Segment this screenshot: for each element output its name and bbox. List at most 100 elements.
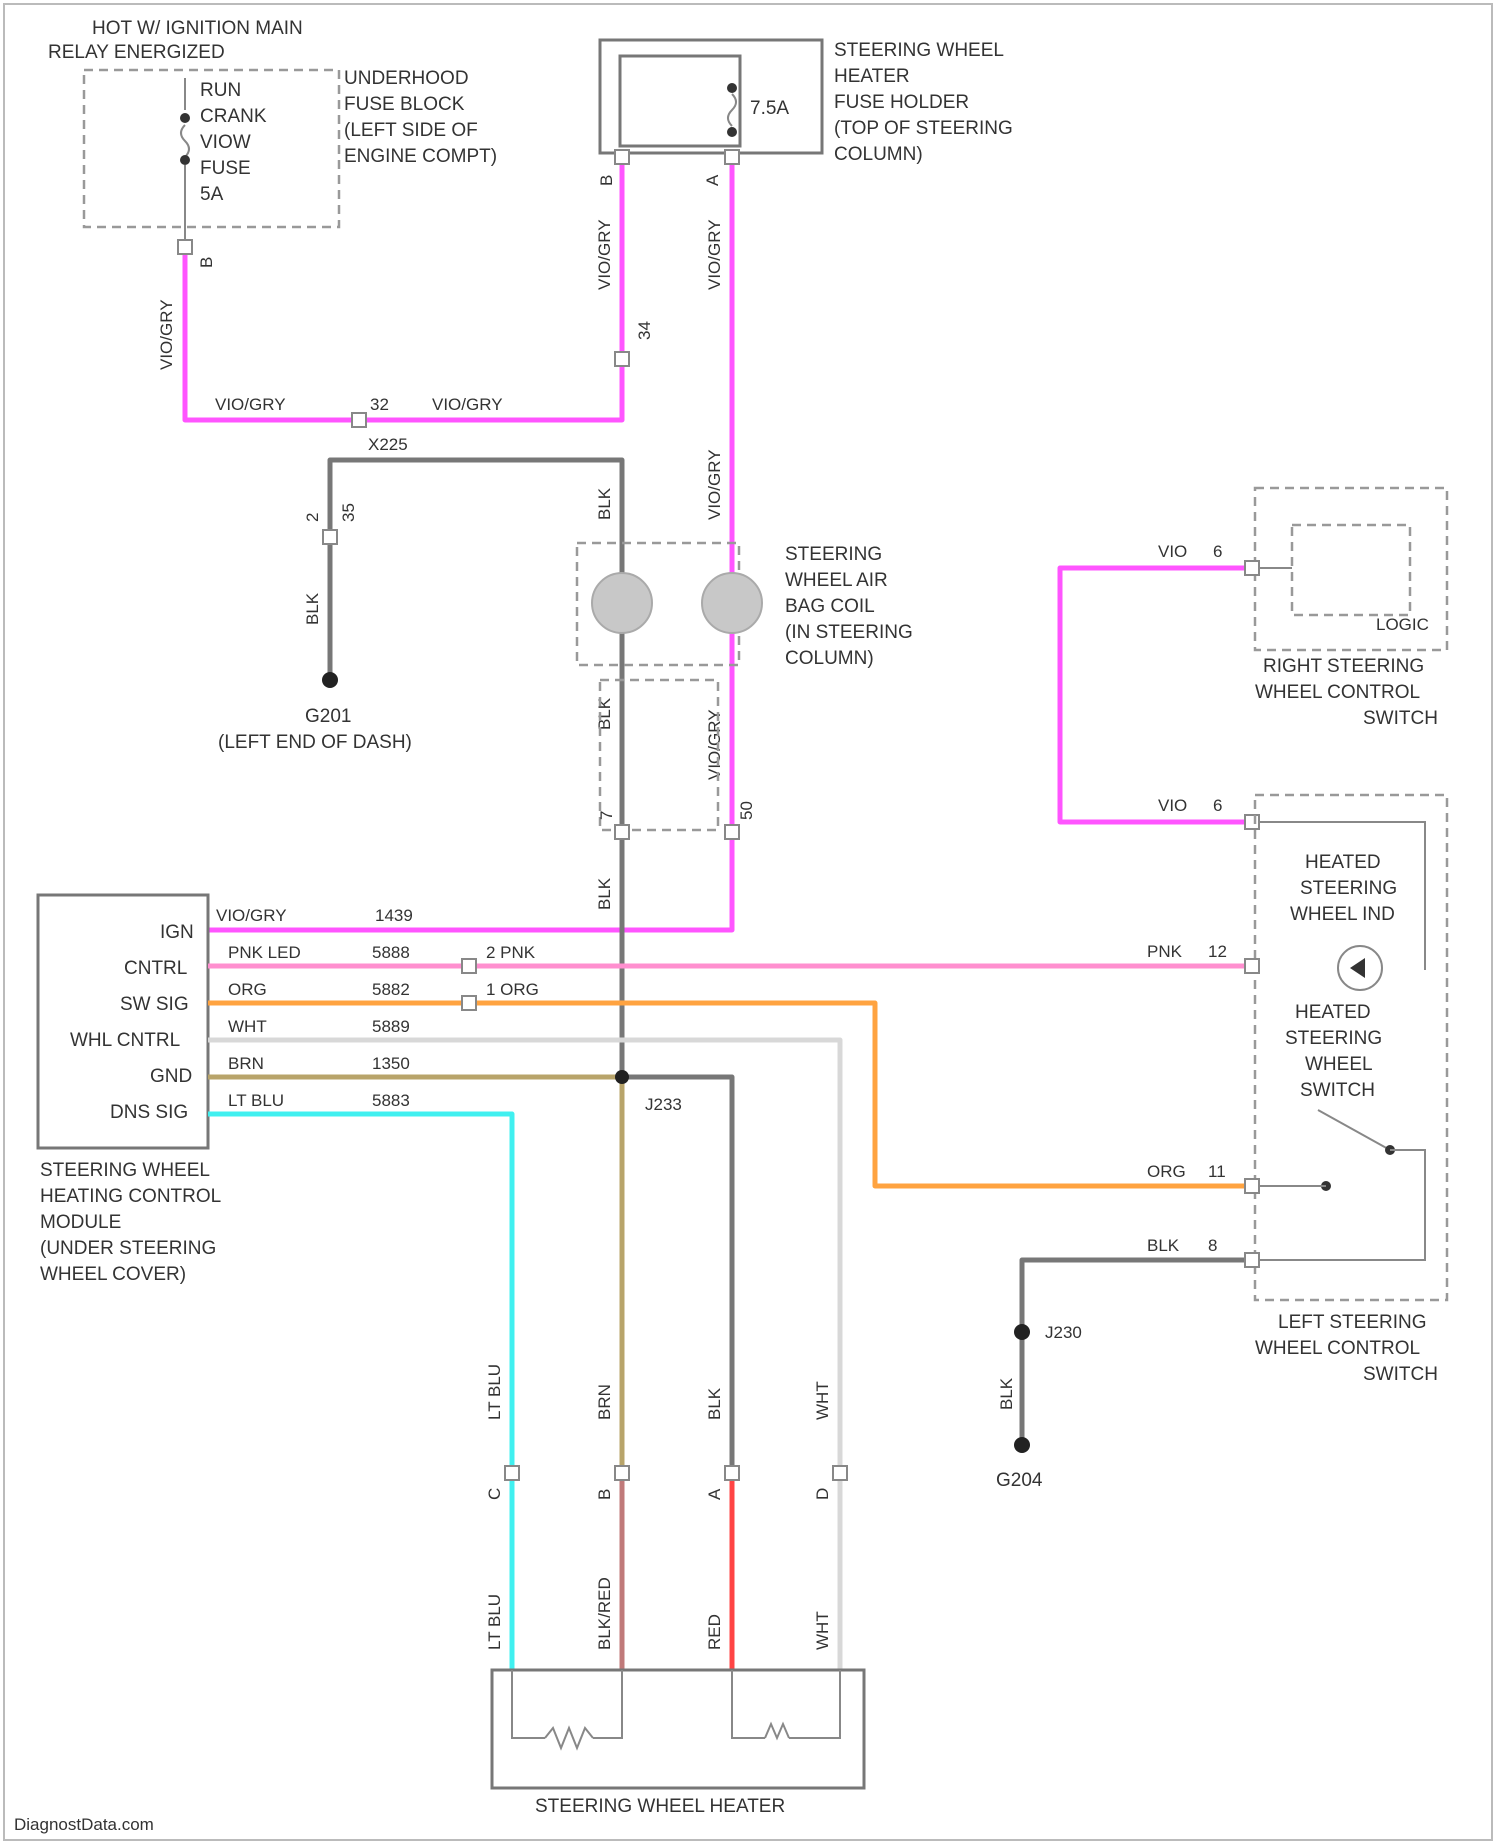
fuse-holder-label-5: COLUMN)	[834, 144, 923, 165]
lbl-org: ORG	[228, 980, 267, 999]
lbl-brn-upper: BRN	[595, 1384, 614, 1420]
lbl-vio-gry-7: VIO/GRY	[705, 709, 724, 780]
fuse-block-label-2: FUSE BLOCK	[344, 94, 465, 115]
module-label-4: (UNDER STEERING	[40, 1238, 216, 1259]
ground-g204-label: G204	[996, 1470, 1043, 1491]
steering-wheel-heating-control-module: IGN CNTRL SW SIG WHL CNTRL GND DNS SIG S…	[38, 895, 221, 1285]
ignition-note-line1: HOT W/ IGNITION MAIN	[92, 18, 303, 39]
fuse-block-label-1: UNDERHOOD	[344, 68, 469, 89]
heater-label: STEERING WHEEL HEATER	[535, 1796, 785, 1817]
left-steering-wheel-control-switch: HEATED STEERING WHEEL IND HEATED STEERIN…	[1255, 795, 1447, 1385]
module-label-2: HEATING CONTROL	[40, 1186, 221, 1207]
lbl-vio-1: VIO	[1158, 542, 1187, 561]
lbl-circuit-1439: 1439	[375, 906, 413, 925]
left-switch-label-1: LEFT STEERING	[1278, 1312, 1427, 1333]
pin-a-heater: A	[705, 1488, 724, 1500]
fuse-rating: 5A	[200, 184, 224, 205]
pin-c-heater: C	[485, 1488, 504, 1500]
left-switch-ind-2: STEERING	[1300, 878, 1397, 899]
right-switch-label-2: WHEEL CONTROL	[1255, 682, 1420, 703]
lbl-wht-upper: WHT	[813, 1381, 832, 1420]
pin-7-coil: 7	[597, 811, 616, 820]
fuse-holder: 7.5A STEERING WHEEL HEATER FUSE HOLDER (…	[600, 40, 1013, 165]
lbl-blk-g204: BLK	[997, 1377, 1016, 1410]
ground-g201-branch: 2 35 BLK G201 (LEFT END OF DASH) BLK BLK…	[218, 460, 622, 1075]
ignition-note-line2: RELAY ENERGIZED	[48, 42, 225, 63]
coil-label-3: BAG COIL	[785, 596, 875, 617]
lbl-blk-module: BLK	[595, 877, 614, 910]
air-bag-coil: 7 50 STEERING WHEEL AIR BAG COIL (IN STE…	[577, 543, 913, 839]
fuse-holder-label-2: HEATER	[834, 66, 910, 87]
coil-label-5: COLUMN)	[785, 648, 874, 669]
coil-label-2: WHEEL AIR	[785, 570, 888, 591]
fuse-holder-label-3: FUSE HOLDER	[834, 92, 969, 113]
module-label-3: MODULE	[40, 1212, 121, 1233]
fuse-block-label-4: ENGINE COMPT)	[344, 146, 497, 167]
lbl-circuit-5888: 5888	[372, 943, 410, 962]
lbl-red: RED	[705, 1614, 724, 1650]
ground-g201-label: G201	[305, 706, 351, 727]
pin-c2-top: B	[197, 257, 216, 268]
lbl-vio-gry-4: VIO/GRY	[595, 219, 614, 290]
lbl-lt-blu: LT BLU	[228, 1091, 284, 1110]
left-switch-label-3: SWITCH	[1363, 1364, 1438, 1385]
wire-vio-gry-feed	[185, 155, 732, 930]
lbl-pnk-led: PNK LED	[228, 943, 301, 962]
pin-d-heater: D	[813, 1488, 832, 1500]
fuse-viow: VIOW	[200, 132, 251, 153]
pin-b-fuse: B	[597, 175, 616, 186]
lbl-brn: BRN	[228, 1054, 264, 1073]
module-pin-cntrl: CNTRL	[124, 958, 187, 979]
module-pin-gnd: GND	[150, 1066, 192, 1087]
splice-j230-label: J230	[1045, 1323, 1082, 1342]
lbl-blk-red: BLK/RED	[595, 1577, 614, 1650]
heater-connector: LT BLU BRN BLK WHT C B A D LT BLU BLK/RE…	[485, 1364, 847, 1650]
fuse-run: RUN	[200, 80, 241, 101]
left-switch-sw-2: STEERING	[1285, 1028, 1382, 1049]
left-switch-sw-3: WHEEL	[1305, 1054, 1373, 1075]
underhood-fuse-block: HOT W/ IGNITION MAIN RELAY ENERGIZED RUN…	[48, 18, 497, 240]
lbl-blk-upper: BLK	[705, 1387, 724, 1420]
coil-label-1: STEERING	[785, 544, 882, 565]
lbl-1-org: 1 ORG	[486, 980, 539, 999]
lbl-circuit-1350: 1350	[372, 1054, 410, 1073]
lbl-vio-gry-2: VIO/GRY	[215, 395, 286, 414]
lbl-blk-coil-top: BLK	[595, 487, 614, 520]
fuse-word: FUSE	[200, 158, 251, 179]
left-switch-label-2: WHEEL CONTROL	[1255, 1338, 1420, 1359]
pin-32: 32	[370, 395, 389, 414]
pin-2-g201: 2	[303, 513, 322, 522]
right-switch-label-3: SWITCH	[1363, 708, 1438, 729]
lbl-lt-blu-lower: LT BLU	[485, 1594, 504, 1650]
lbl-vio-2: VIO	[1158, 796, 1187, 815]
lbl-pin-8: 8	[1208, 1236, 1217, 1255]
lbl-pin-6-right: 6	[1213, 542, 1222, 561]
left-switch-sw-1: HEATED	[1295, 1002, 1371, 1023]
lbl-pin-11: 11	[1208, 1162, 1226, 1181]
lbl-org-right: ORG	[1147, 1162, 1186, 1181]
footer-watermark: DiagnostData.com	[14, 1815, 154, 1834]
steering-wheel-heater: STEERING WHEEL HEATER	[492, 1670, 864, 1817]
pin-b-heater: B	[595, 1489, 614, 1500]
module-pin-sw-sig: SW SIG	[120, 994, 189, 1015]
right-steering-wheel-control-switch: LOGIC RIGHT STEERING WHEEL CONTROL SWITC…	[1255, 488, 1447, 729]
lbl-blk-coil-bot: BLK	[595, 697, 614, 730]
lbl-vio-gry-1: VIO/GRY	[157, 299, 176, 370]
lbl-pin-6-left: 6	[1213, 796, 1222, 815]
module-pin-whl-cntrl: WHL CNTRL	[70, 1030, 180, 1051]
lbl-blk-ground: BLK	[1147, 1236, 1180, 1255]
lbl-vio-gry-8: VIO/GRY	[216, 906, 287, 925]
fuse-holder-label-1: STEERING WHEEL	[834, 40, 1004, 61]
lbl-pin-12: 12	[1208, 942, 1227, 961]
lbl-vio-gry-3: VIO/GRY	[432, 395, 503, 414]
fuse-holder-rating: 7.5A	[750, 98, 789, 119]
pin-a-fuse: A	[703, 174, 722, 186]
module-label-5: WHEEL COVER)	[40, 1264, 186, 1285]
left-switch-ind-1: HEATED	[1305, 852, 1381, 873]
module-pin-ign: IGN	[160, 922, 194, 943]
lbl-circuit-5883: 5883	[372, 1091, 410, 1110]
lbl-vio-gry-6: VIO/GRY	[705, 449, 724, 520]
right-switch-logic: LOGIC	[1376, 615, 1429, 634]
lbl-vio-gry-5: VIO/GRY	[705, 219, 724, 290]
